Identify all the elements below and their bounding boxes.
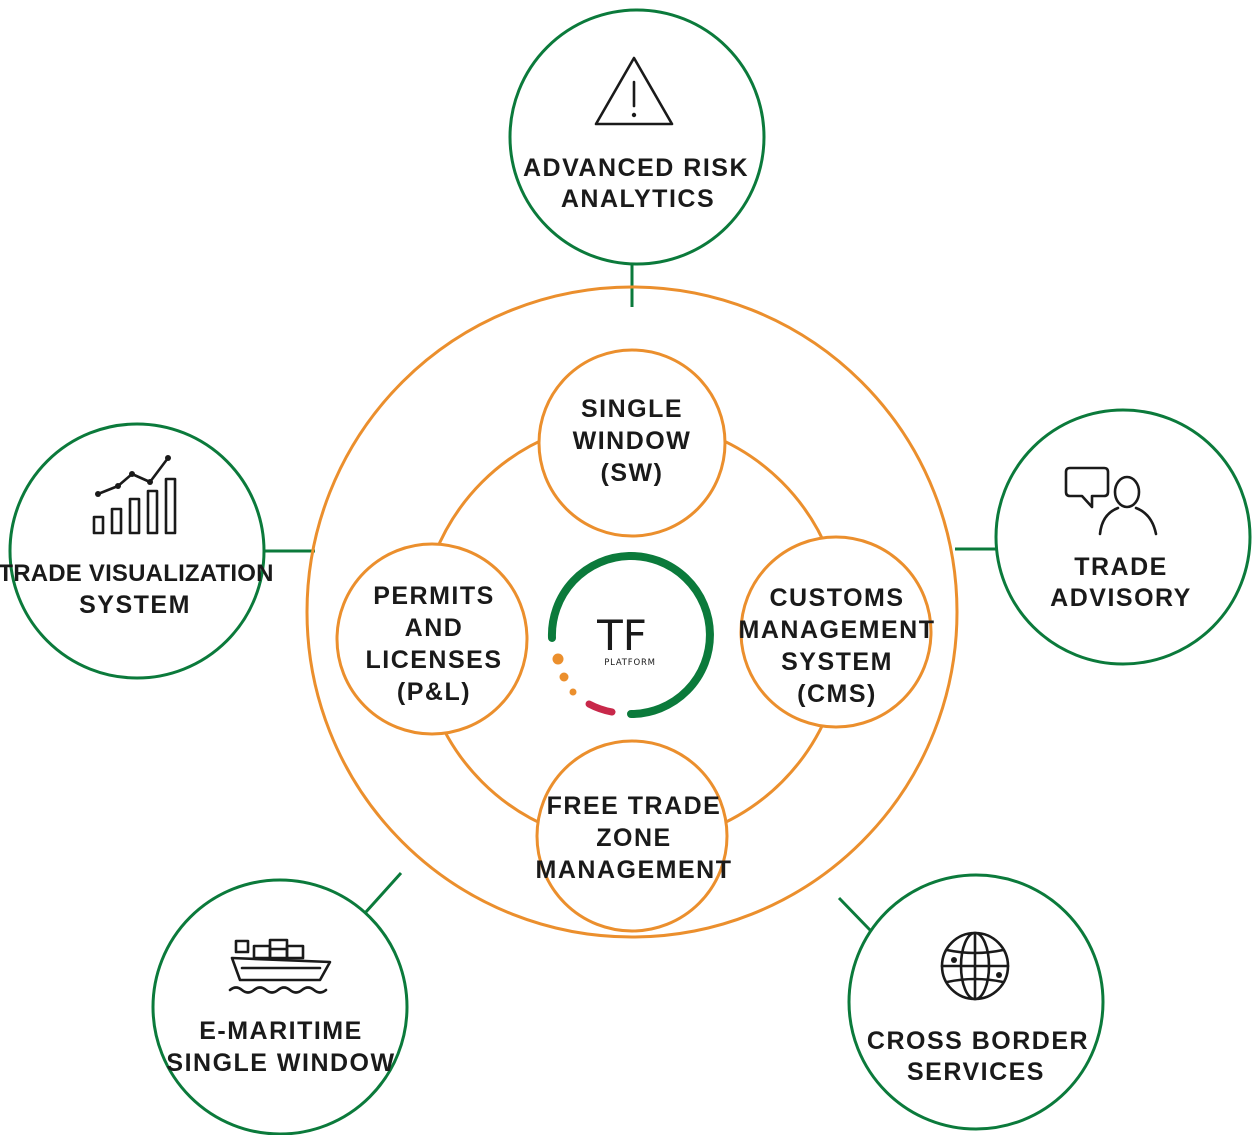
service-trade-visualization[interactable]: TRADE VISUALIZATION SYSTEM bbox=[0, 422, 274, 680]
module-customs-line-1: CUSTOMS bbox=[769, 584, 904, 612]
module-permits[interactable]: PERMITS AND LICENSES (P&L) bbox=[335, 542, 529, 736]
service-cross-border-circle bbox=[847, 873, 1105, 1131]
service-advanced-risk-analytics[interactable]: ADVANCED RISK ANALYTICS bbox=[508, 8, 766, 266]
module-customs-line-3: SYSTEM bbox=[781, 648, 893, 676]
service-cross-border[interactable]: CROSS BORDER SERVICES bbox=[847, 873, 1105, 1131]
service-visualization-line-2: SYSTEM bbox=[79, 591, 191, 619]
service-maritime-line-2: SINGLE WINDOW bbox=[166, 1049, 395, 1077]
module-free-trade-zone-circle bbox=[535, 739, 729, 933]
service-cross-border-line-1: CROSS BORDER bbox=[867, 1027, 1089, 1055]
service-cross-border-line-2: SERVICES bbox=[907, 1058, 1045, 1086]
service-advisory-line-1: TRADE bbox=[1074, 553, 1168, 581]
warning-triangle-icon bbox=[594, 56, 674, 126]
module-customs-circle bbox=[739, 535, 933, 729]
logo-green-arc bbox=[547, 552, 714, 718]
logo-title: TF bbox=[596, 611, 647, 660]
module-single-window-line-3: (SW) bbox=[601, 459, 664, 487]
logo-orange-dot-1 bbox=[552, 653, 564, 665]
platform-outer-ring bbox=[305, 285, 959, 939]
service-risk-line-2: ANALYTICS bbox=[561, 185, 715, 213]
module-free-trade-zone-line-2: ZONE bbox=[596, 824, 671, 852]
logo-orange-dot-2 bbox=[559, 672, 569, 682]
module-free-trade-zone[interactable]: FREE TRADE ZONE MANAGEMENT bbox=[535, 739, 733, 933]
service-trade-advisory[interactable]: TRADE ADVISORY bbox=[994, 408, 1252, 666]
service-advisory-circle bbox=[994, 408, 1252, 666]
service-maritime-circle bbox=[151, 878, 409, 1135]
service-e-maritime[interactable]: E-MARITIME SINGLE WINDOW bbox=[151, 878, 409, 1135]
module-permits-circle bbox=[335, 542, 529, 736]
module-customs-line-2: MANAGEMENT bbox=[739, 616, 936, 644]
connector-maritime bbox=[363, 871, 403, 915]
globe-icon bbox=[940, 931, 1010, 1001]
service-risk-circle bbox=[508, 8, 766, 266]
logo-subtitle: PLATFORM bbox=[604, 658, 656, 668]
cargo-ship-icon bbox=[228, 938, 332, 994]
logo-red-arc bbox=[585, 700, 616, 716]
service-visualization-line-1: TRADE VISUALIZATION bbox=[0, 560, 274, 587]
module-customs[interactable]: CUSTOMS MANAGEMENT SYSTEM (CMS) bbox=[739, 535, 936, 729]
module-single-window-line-2: WINDOW bbox=[573, 427, 692, 455]
service-maritime-line-1: E-MARITIME bbox=[199, 1017, 363, 1045]
module-permits-line-4: (P&L) bbox=[397, 678, 471, 706]
service-advisory-line-2: ADVISORY bbox=[1050, 584, 1192, 612]
chat-person-icon bbox=[1064, 466, 1158, 536]
connectors bbox=[264, 264, 998, 932]
connector-cross-border bbox=[837, 896, 872, 932]
module-customs-line-4: (CMS) bbox=[797, 680, 877, 708]
module-free-trade-zone-line-1: FREE TRADE bbox=[547, 792, 722, 820]
bar-line-chart-icon bbox=[92, 455, 177, 535]
module-permits-line-1: PERMITS bbox=[373, 582, 495, 610]
module-single-window[interactable]: SINGLE WINDOW (SW) bbox=[537, 348, 727, 538]
logo-orange-dot-3 bbox=[569, 688, 577, 696]
module-permits-line-2: AND bbox=[405, 614, 464, 642]
module-permits-line-3: LICENSES bbox=[365, 646, 502, 674]
tf-platform-logo: TF PLATFORM bbox=[547, 552, 714, 718]
service-visualization-circle bbox=[8, 422, 266, 680]
module-free-trade-zone-line-3: MANAGEMENT bbox=[536, 856, 733, 884]
module-single-window-circle bbox=[537, 348, 727, 538]
module-single-window-line-1: SINGLE bbox=[581, 395, 683, 423]
service-risk-line-1: ADVANCED RISK bbox=[523, 154, 749, 182]
